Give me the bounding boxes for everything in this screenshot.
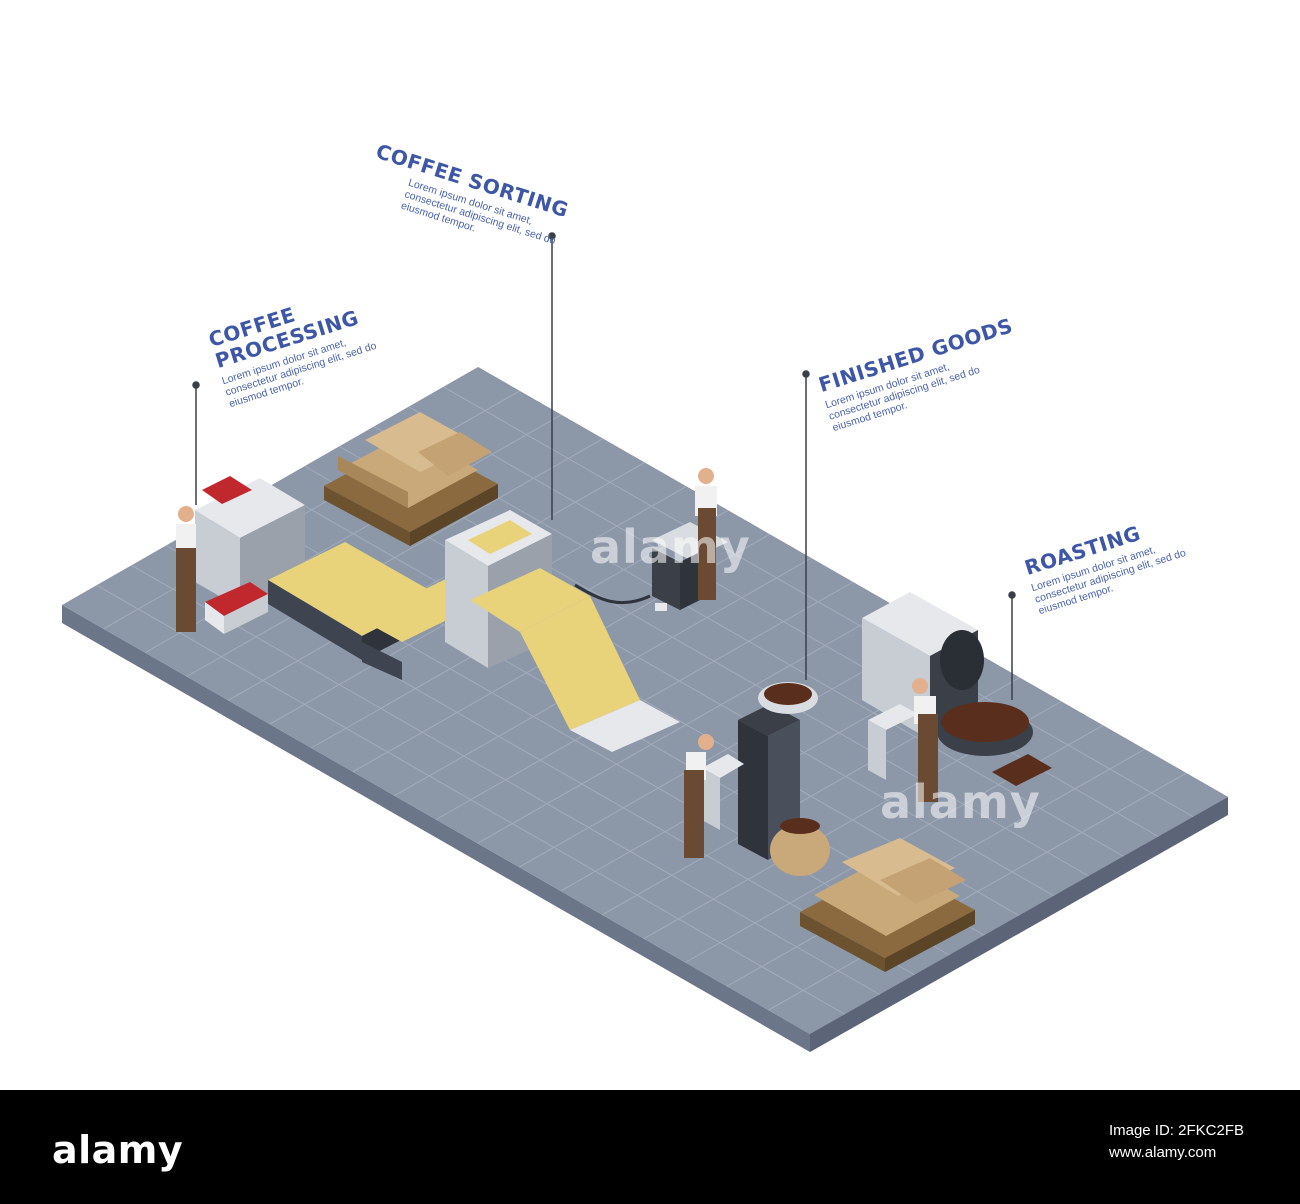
worker-roasting xyxy=(912,678,938,802)
worker-processing xyxy=(176,506,196,632)
watermark-lower: alamy xyxy=(880,775,1041,829)
worker-sorting xyxy=(695,468,717,600)
footer-site: www.alamy.com xyxy=(1108,1144,1217,1161)
footer-image-info: Image ID: 2FKC2FB www.alamy.com xyxy=(1109,1120,1244,1164)
roasting-machine xyxy=(862,592,1052,786)
sacks-pallet-top xyxy=(324,412,498,546)
worker-grinder xyxy=(684,734,714,858)
factory-scene: COFFEE PROCESSING Lorem ipsum dolor sit … xyxy=(62,139,1228,1052)
watermark-center: alamy xyxy=(590,520,751,574)
leader-lines xyxy=(192,232,1016,700)
footer-brand-logo: alamy xyxy=(52,1128,184,1172)
footer-bar: alamy Image ID: 2FKC2FB www.alamy.com xyxy=(0,1090,1300,1204)
sacks-pallet-bottom xyxy=(800,838,975,972)
isometric-illustration xyxy=(62,232,1228,1052)
grinder-machine xyxy=(702,682,830,876)
sorting-machine xyxy=(445,510,680,752)
processing-machine xyxy=(195,476,305,634)
footer-image-id: Image ID: 2FKC2FB xyxy=(1108,1122,1244,1139)
